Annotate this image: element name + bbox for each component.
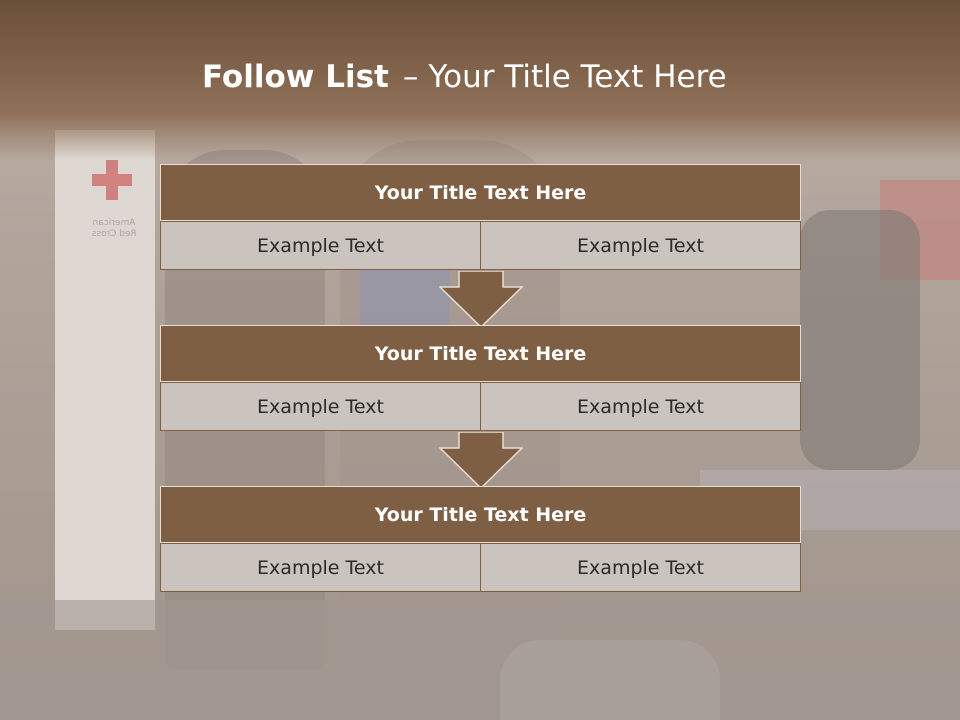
step-cell-left: Example Text bbox=[160, 543, 481, 592]
step-row: Example Text Example Text bbox=[160, 543, 801, 592]
sign-panel bbox=[55, 130, 155, 630]
step-row: Example Text Example Text bbox=[160, 382, 801, 431]
floor bbox=[0, 600, 960, 720]
slide-title: Follow List–Your Title Text Here bbox=[202, 54, 727, 100]
down-arrow-icon bbox=[439, 432, 523, 489]
step-cell-right: Example Text bbox=[481, 221, 801, 270]
step-block-2: Your Title Text Here Example Text Exampl… bbox=[160, 325, 801, 431]
down-arrow-icon bbox=[439, 271, 523, 328]
header-band bbox=[0, 0, 960, 160]
step-block-3: Your Title Text Here Example Text Exampl… bbox=[160, 486, 801, 592]
step-block-1: Your Title Text Here Example Text Exampl… bbox=[160, 164, 801, 270]
chair bbox=[500, 640, 720, 720]
slide-title-separator: – bbox=[402, 59, 419, 95]
step-cell-left: Example Text bbox=[160, 382, 481, 431]
step-cell-right: Example Text bbox=[481, 382, 801, 431]
slide-title-bold: Follow List bbox=[202, 59, 389, 95]
step-cell-right: Example Text bbox=[481, 543, 801, 592]
red-cross-icon bbox=[92, 160, 132, 200]
slide-title-rest: Your Title Text Here bbox=[428, 59, 727, 95]
step-row: Example Text Example Text bbox=[160, 221, 801, 270]
step-cell-left: Example Text bbox=[160, 221, 481, 270]
step-title: Your Title Text Here bbox=[160, 325, 801, 382]
step-title: Your Title Text Here bbox=[160, 164, 801, 221]
step-title: Your Title Text Here bbox=[160, 486, 801, 543]
blue-jacket bbox=[360, 265, 450, 335]
dark-bag bbox=[800, 210, 920, 470]
